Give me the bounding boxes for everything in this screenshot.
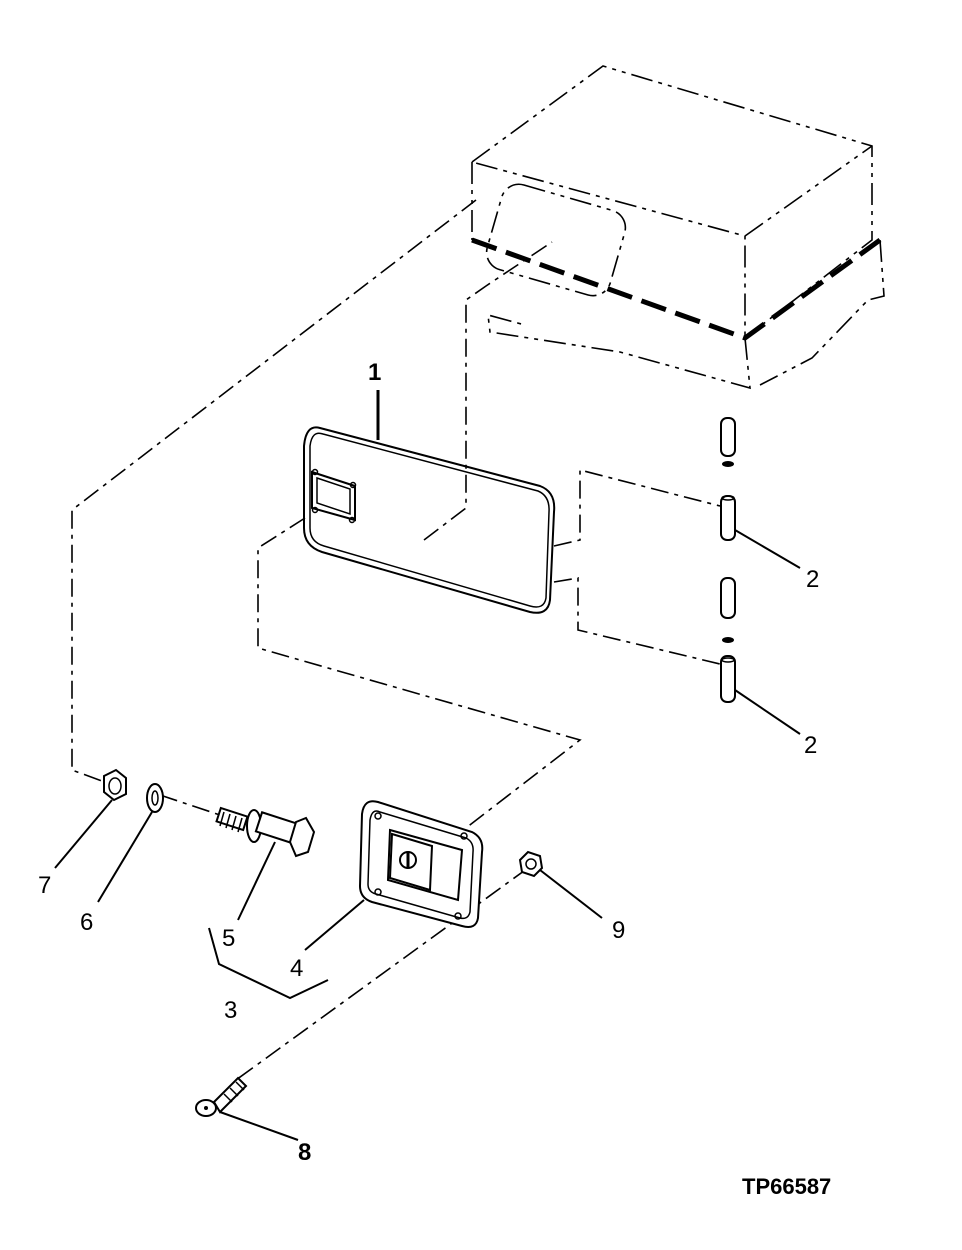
housing-opening (485, 183, 627, 297)
leader-lines (54, 529, 801, 1141)
callout-labels: 1 2 2 3 4 5 6 7 8 9 (38, 359, 819, 1166)
callout-5: 5 (222, 925, 235, 952)
callout-6: 6 (80, 909, 93, 936)
assembly-lines (71, 199, 721, 1081)
striker-bolt (215, 806, 316, 858)
lock-nut (518, 850, 544, 878)
nut (103, 768, 127, 802)
callout-7: 7 (38, 872, 51, 899)
callout-3: 3 (224, 997, 237, 1024)
callout-9: 9 (612, 917, 625, 944)
callout-8: 8 (298, 1139, 311, 1166)
door-panel (303, 426, 556, 614)
callout-2a: 2 (806, 566, 819, 593)
latch-assembly (358, 800, 484, 928)
pin-lower (720, 577, 736, 703)
washer (146, 783, 164, 813)
callout-2b: 2 (804, 732, 817, 759)
mounting-bolt (195, 1076, 248, 1117)
drawing-code: TP66587 (742, 1174, 831, 1199)
callout-4: 4 (290, 955, 303, 982)
phantom-housing (471, 65, 885, 390)
callout-1: 1 (368, 359, 381, 386)
pin-upper (720, 417, 736, 541)
